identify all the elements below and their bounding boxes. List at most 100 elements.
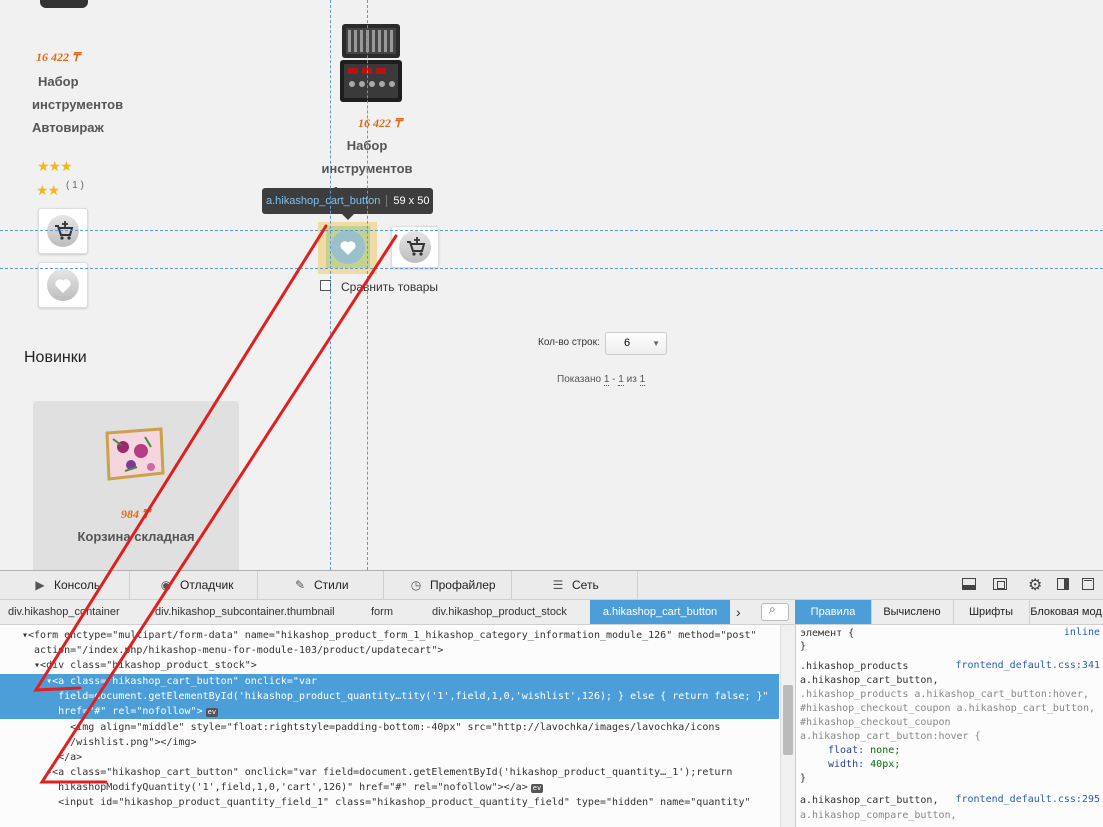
cart-icon bbox=[47, 215, 79, 247]
markup-line[interactable]: ▸<a class="hikashop_cart_button" onclick… bbox=[0, 765, 779, 780]
markup-line[interactable]: </a> bbox=[22, 752, 83, 763]
rule-property: width: bbox=[828, 759, 865, 770]
breadcrumb-item[interactable]: div.hikashop_product_stock bbox=[432, 606, 567, 618]
rule-source-link[interactable]: frontend_default.css:341 bbox=[955, 660, 1101, 671]
devtools-toolbar: ▶Консоль ◉ Отладчик ✎ Стили ◷Профайлер ☰Се… bbox=[0, 571, 1103, 600]
rule-value: none; bbox=[870, 745, 901, 756]
tooltip-selector: a.hikashop_cart_button bbox=[266, 195, 381, 207]
tab-label: Консоль bbox=[54, 578, 101, 592]
markup-text: ▸<a class="hikashop_cart_button" onclick… bbox=[22, 767, 733, 778]
rule-selector[interactable]: .hikashop_products bbox=[800, 661, 909, 672]
rule-selector[interactable]: a.hikashop_cart_button:hover { bbox=[800, 731, 981, 742]
inspector-guide-horizontal bbox=[0, 268, 1103, 269]
pagination-dash: - bbox=[612, 374, 616, 385]
markup-line[interactable]: hikashopModifyQuantity('1',field,1,0,'ca… bbox=[0, 780, 779, 795]
rule-brace: } bbox=[800, 641, 807, 652]
rule-property: float: bbox=[828, 745, 865, 756]
rule-selector[interactable]: #hikashop_checkout_coupon a.hikashop_car… bbox=[800, 703, 1096, 714]
product-name-line: инструментов bbox=[32, 97, 124, 112]
event-badge[interactable]: ev bbox=[205, 708, 219, 717]
new-products-heading: Новинки bbox=[24, 349, 87, 366]
tab-label: Сеть bbox=[572, 578, 599, 592]
pencil-icon: ✎ bbox=[294, 578, 306, 592]
tab-rules[interactable]: Правила bbox=[795, 600, 872, 624]
new-product-card[interactable]: 984 ₸ Корзина складная bbox=[33, 401, 239, 570]
chevron-right-icon[interactable]: › bbox=[736, 604, 741, 620]
markup-line-selected[interactable]: ▾<a class="hikashop_cart_button" onclick… bbox=[0, 674, 779, 689]
rows-per-page-select[interactable]: 6 ▼ bbox=[605, 332, 667, 355]
close-devtools-icon[interactable] bbox=[1082, 578, 1094, 590]
tab-profiler[interactable]: ◷Профайлер bbox=[384, 571, 512, 599]
tab-style-editor[interactable]: ✎ Стили bbox=[258, 571, 384, 599]
breadcrumb-item[interactable]: form bbox=[371, 606, 393, 618]
tab-debugger[interactable]: ◉ Отладчик bbox=[130, 571, 258, 599]
event-badge[interactable]: ev bbox=[530, 784, 544, 793]
rule-selector[interactable]: #hikashop_checkout_coupon bbox=[800, 717, 951, 728]
markup-view[interactable]: ▾<form enctype="multipart/form-data" nam… bbox=[0, 625, 779, 827]
rows-per-page-label: Кол-во строк: bbox=[538, 337, 600, 348]
product-image-basket[interactable] bbox=[101, 421, 169, 487]
tab-network[interactable]: ☰Сеть bbox=[512, 571, 638, 599]
product-price: 16 422 ₸ bbox=[358, 116, 402, 130]
tab-label: Стили bbox=[314, 578, 349, 592]
debugger-icon: ◉ bbox=[160, 578, 172, 592]
rule-value: 40px; bbox=[870, 759, 901, 770]
inspector-guide-vertical bbox=[367, 0, 368, 570]
search-input[interactable]: ⌕ bbox=[761, 602, 789, 621]
tab-label: Профайлер bbox=[430, 578, 496, 592]
markup-line-selected[interactable]: field=document.getElementById('hikashop_… bbox=[0, 689, 779, 704]
scrollbar-thumb[interactable] bbox=[783, 685, 793, 755]
breadcrumb-item[interactable]: div.hikashop_container bbox=[8, 606, 120, 618]
pagination-from: 1 bbox=[603, 374, 610, 386]
markup-line[interactable]: action="/index.php/hikashop-menu-for-mod… bbox=[22, 645, 444, 656]
heart-icon bbox=[47, 269, 79, 301]
markup-line[interactable]: ▾<div class="hikashop_product_stock"> bbox=[22, 660, 257, 671]
markup-line[interactable]: /wishlist.png"></img> bbox=[22, 737, 197, 748]
markup-text: hikashopModifyQuantity('1',field,1,0,'ca… bbox=[22, 782, 528, 793]
tab-fonts[interactable]: Шрифты bbox=[953, 600, 1030, 624]
rule-selector[interactable]: a.hikashop_cart_button, bbox=[800, 675, 939, 686]
search-icon: ⌕ bbox=[769, 602, 776, 616]
sidebar-tabs: Правила Вычислено Шрифты Блоковая мод bbox=[795, 600, 1103, 625]
rule-inline-label: inline bbox=[1063, 627, 1100, 638]
pagination-info: Показано 1 - 1 из 1 bbox=[557, 374, 646, 386]
tab-label: Отладчик bbox=[180, 578, 234, 592]
markup-line-selected[interactable]: href="#" rel="nofollow">ev bbox=[0, 704, 779, 719]
dock-side-icon[interactable] bbox=[1057, 578, 1069, 590]
wishlist-button[interactable] bbox=[38, 262, 88, 308]
markup-scrollbar[interactable] bbox=[780, 625, 795, 827]
add-to-cart-button[interactable] bbox=[391, 226, 439, 268]
tab-computed[interactable]: Вычислено bbox=[871, 600, 954, 624]
rule-selector[interactable]: a.hikashop_compare_button, bbox=[800, 810, 957, 821]
rule-source-link[interactable]: frontend_default.css:295 bbox=[955, 794, 1101, 805]
breadcrumb-item-selected[interactable]: a.hikashop_cart_button bbox=[590, 600, 730, 624]
rating-count: ( 1 ) bbox=[66, 180, 84, 191]
tab-box-model[interactable]: Блоковая мод bbox=[1030, 606, 1102, 618]
markup-line[interactable]: <img align="middle" style="float:rightst… bbox=[22, 722, 721, 733]
product-image-toolcase[interactable] bbox=[336, 18, 406, 108]
rule-declaration[interactable]: width: 40px; bbox=[800, 758, 1103, 772]
tooltip-arrow bbox=[342, 214, 354, 220]
markup-line[interactable]: <input id="hikashop_product_quantity_fie… bbox=[22, 797, 751, 808]
markup-line[interactable]: ▾<form enctype="multipart/form-data" nam… bbox=[22, 630, 757, 641]
product-name[interactable]: Корзина складная bbox=[77, 529, 195, 544]
rule-declaration[interactable]: float: none; bbox=[800, 744, 1103, 758]
inspector-guide-horizontal bbox=[0, 230, 1103, 231]
gear-icon[interactable]: ⚙ bbox=[1028, 577, 1043, 594]
responsive-view-icon[interactable] bbox=[993, 578, 1007, 590]
add-to-cart-button[interactable] bbox=[38, 208, 88, 254]
rule-selector[interactable]: a.hikashop_cart_button, bbox=[800, 795, 939, 806]
breadcrumb-item[interactable]: div.hikashop_subcontainer.thumbnail bbox=[155, 606, 335, 618]
pagination-prefix: Показано bbox=[557, 374, 602, 385]
split-console-icon[interactable] bbox=[962, 578, 976, 590]
heart-icon bbox=[340, 241, 356, 255]
product-image-left[interactable] bbox=[40, 0, 88, 8]
cart-icon bbox=[399, 231, 431, 263]
rule-element[interactable]: элемент { bbox=[800, 628, 855, 639]
rule-selector[interactable]: .hikashop_products a.hikashop_cart_butto… bbox=[800, 689, 1089, 700]
tab-console[interactable]: ▶Консоль bbox=[0, 571, 130, 599]
product-name[interactable]: Набор инструментов Автовираж bbox=[30, 70, 130, 139]
wishlist-button[interactable] bbox=[331, 230, 365, 264]
